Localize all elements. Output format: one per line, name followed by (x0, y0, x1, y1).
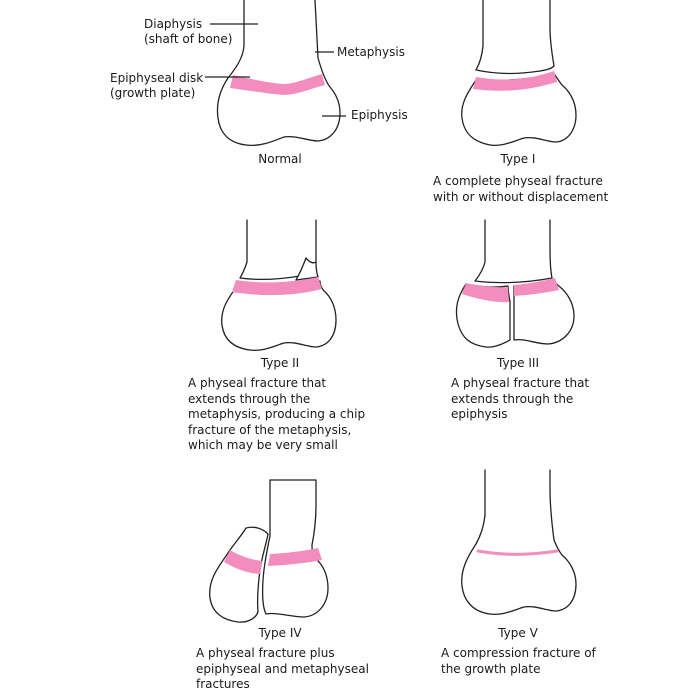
type5-caption: Type V (498, 626, 538, 640)
type4-growth-plate-left (224, 550, 262, 574)
normal-growth-plate (230, 74, 325, 95)
type4-right-fragment (261, 479, 329, 618)
type4-caption: Type IV (258, 626, 302, 640)
type3-growth-plate-right (514, 278, 559, 296)
diaphysis-label-line2: (shaft of bone) (144, 32, 233, 46)
type3-caption: Type III (497, 356, 539, 370)
metaphysis-label: Metaphysis (337, 45, 405, 59)
type3-growth-plate-left (462, 283, 509, 303)
type1-caption: Type I (500, 152, 536, 166)
type1-bone (461, 0, 577, 147)
type1-growth-plate (473, 71, 557, 91)
type1-shaft (475, 0, 555, 75)
type2-growth-plate (232, 277, 322, 296)
type1-description: A complete physeal fracture with or with… (433, 174, 609, 204)
type3-shaft (474, 219, 553, 284)
diaphysis-label: Diaphysis (shaft of bone) (144, 17, 232, 47)
normal-bone-outline (216, 0, 341, 147)
epiphyseal-disk-label: Epiphyseal disk (growth plate) (110, 71, 203, 101)
epiphysis-label: Epiphysis (351, 108, 408, 122)
epiphyseal-disk-label-line1: Epiphyseal disk (110, 71, 204, 85)
type3-description: A physeal fracture that extends through … (451, 376, 590, 421)
type2-epiphysis (221, 280, 337, 352)
type4-bone (209, 479, 329, 623)
diaphysis-label-line1: Diaphysis (144, 17, 203, 31)
normal-caption: Normal (258, 152, 302, 166)
type2-chip (295, 257, 319, 281)
type5-outline (461, 469, 577, 616)
type4-growth-plate-right (268, 548, 322, 566)
type2-description: A physeal fracture that extends through … (188, 376, 366, 452)
type4-left-fragment (209, 526, 269, 623)
type2-bone (221, 219, 337, 352)
type5-bone (461, 469, 577, 616)
type2-caption: Type II (260, 356, 300, 370)
type4-description: A physeal fracture plus epiphyseal and m… (196, 646, 369, 691)
type5-compressed-growth-plate (476, 549, 559, 556)
type3-bone (455, 219, 575, 348)
type5-description: A compression fracture of the growth pla… (441, 646, 596, 676)
normal-bone (216, 0, 341, 147)
epiphyseal-disk-label-line2: (growth plate) (110, 86, 196, 100)
